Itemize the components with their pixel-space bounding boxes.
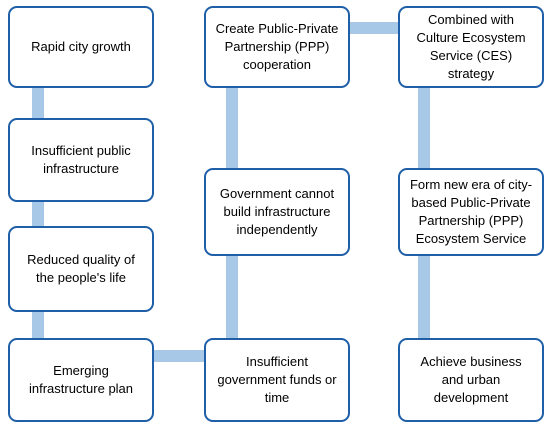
box-government-cannot-build-text: Government cannot build infrastructure i… <box>219 186 335 237</box>
box-rapid-city-growth-text: Rapid city growth <box>31 39 131 54</box>
connector-government-to-ppp <box>226 88 238 168</box>
box-form-new-era: Form new era of city-based Public-Privat… <box>398 168 544 256</box>
connector-new-era-to-business <box>418 256 430 338</box>
box-insufficient-public-infrastructure: Insufficient public infrastructure <box>8 118 154 202</box>
box-emerging-infrastructure-plan-text: Emerging infrastructure plan <box>28 363 134 396</box>
box-create-ppp: Create Public-Private Partnership (PPP) … <box>204 6 350 88</box>
box-achieve-business-text: Achieve business and urban development <box>420 354 522 405</box>
box-create-ppp-text: Create Public-Private Partnership (PPP) … <box>215 21 339 72</box>
box-combined-ces: Combined with Culture Ecosystem Service … <box>398 6 544 88</box>
box-achieve-business: Achieve business and urban development <box>398 338 544 422</box>
connector-ces-to-new-era <box>418 88 430 168</box>
box-reduced-quality: Reduced quality of the people's life <box>8 226 154 312</box>
connector-funds-to-government <box>226 256 238 338</box>
box-insufficient-funds-text: Insufficient government funds or time <box>217 354 337 405</box>
box-emerging-infrastructure-plan: Emerging infrastructure plan <box>8 338 154 422</box>
box-reduced-quality-text: Reduced quality of the people's life <box>27 252 135 285</box>
connector-growth-to-infrastructure <box>32 88 44 118</box>
box-insufficient-public-infrastructure-text: Insufficient public infrastructure <box>31 143 131 176</box>
connector-infrastructure-to-quality <box>32 202 44 226</box>
box-combined-ces-text: Combined with Culture Ecosystem Service … <box>416 12 526 81</box>
connector-quality-to-plan <box>32 312 44 338</box>
connector-ppp-to-ces <box>348 22 402 34</box>
box-rapid-city-growth: Rapid city growth <box>8 6 154 88</box>
box-insufficient-funds: Insufficient government funds or time <box>204 338 350 422</box>
connector-plan-to-funds <box>154 350 208 362</box>
box-form-new-era-text: Form new era of city-based Public-Privat… <box>409 177 533 246</box>
box-government-cannot-build: Government cannot build infrastructure i… <box>204 168 350 256</box>
